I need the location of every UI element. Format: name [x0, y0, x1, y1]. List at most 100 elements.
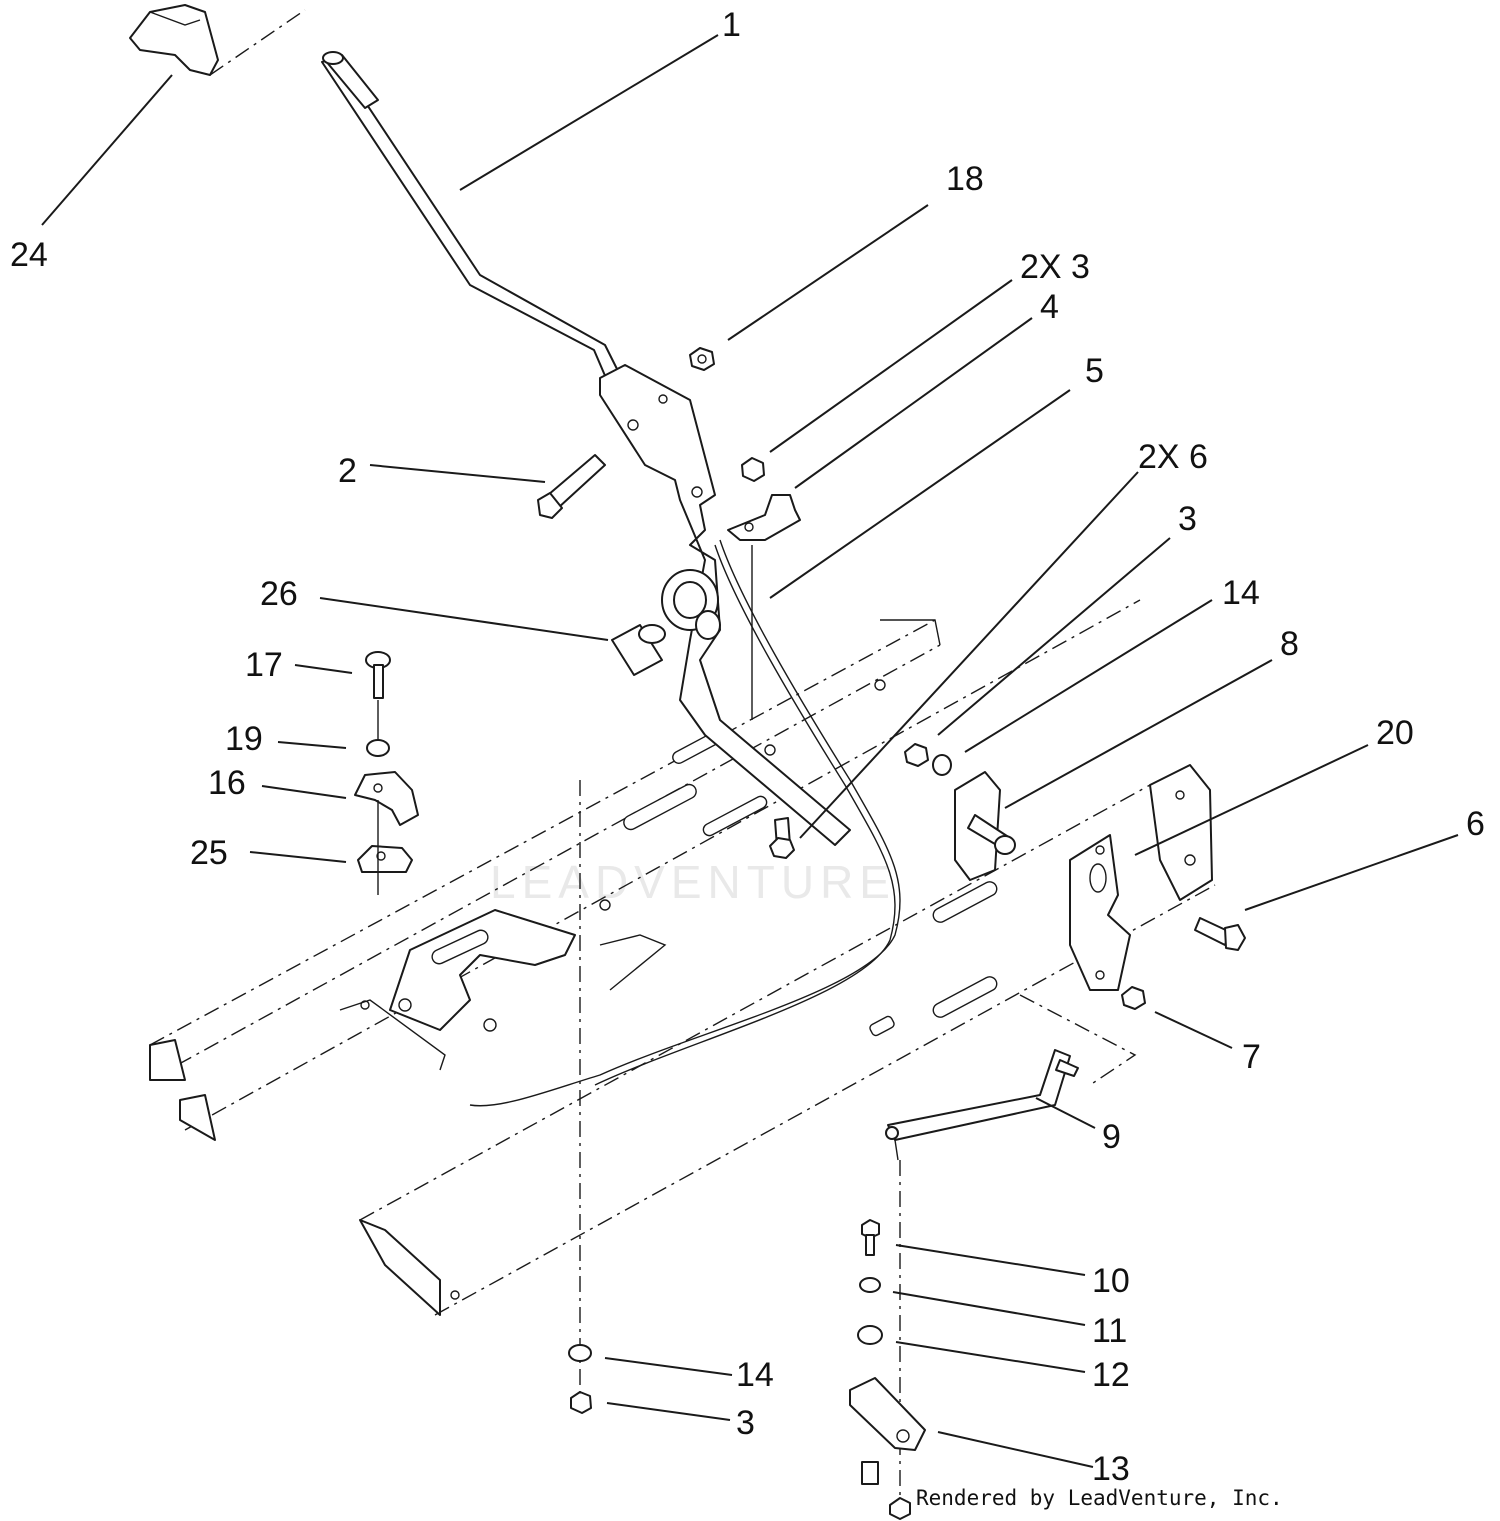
knob [129, 4, 219, 76]
leader-lines [41, 34, 1459, 1468]
washer-11 [859, 1277, 881, 1293]
bolt-6 [1194, 917, 1246, 951]
render-credit: Rendered by LeadVenture, Inc. [916, 1486, 1283, 1510]
bracket-20-hole [1095, 970, 1105, 980]
callout-26: 26 [260, 575, 298, 613]
knob-edge [149, 11, 201, 26]
rod-9 [885, 1049, 1079, 1141]
nut-18-hole [697, 354, 707, 364]
callout-16: 16 [208, 764, 246, 802]
rail-hole [1175, 790, 1185, 800]
callout-14b: 14 [736, 1356, 774, 1394]
lever-assembly [321, 51, 851, 846]
callout-3a: 3 [1178, 500, 1197, 538]
seat-mount-plate [389, 909, 576, 1031]
callout-14a: 14 [1222, 574, 1260, 612]
upper-rail-end [149, 1039, 186, 1081]
callout-4: 4 [1040, 288, 1059, 326]
front-rail-end [359, 1219, 441, 1316]
bracket-hole [627, 419, 639, 431]
frame-rails [149, 599, 1216, 1316]
nut-13 [889, 1497, 911, 1520]
link-13 [849, 1377, 926, 1451]
pivot-pin-end [994, 835, 1016, 855]
callout-25: 25 [190, 834, 228, 872]
callout-6: 6 [1466, 805, 1485, 843]
washer-14-low [568, 1344, 592, 1362]
callout-10: 10 [1092, 1262, 1130, 1300]
rail-slot [932, 976, 998, 1018]
watermark: LEADVENTURE [490, 856, 896, 908]
callout-3b: 3 [736, 1404, 755, 1442]
callout-17: 17 [245, 646, 283, 684]
callout-24: 24 [10, 236, 48, 274]
rail-hole [450, 1290, 460, 1300]
clip-16-hole [373, 783, 383, 793]
seat-plate-tab [339, 999, 446, 1071]
upper-rail-edge-1 [149, 644, 941, 1081]
callout-9: 9 [1102, 1118, 1121, 1156]
front-rail-bottom [434, 884, 1216, 1316]
lever-tip [322, 51, 344, 65]
rod-9-axis [1019, 994, 1137, 1086]
link-13-stud [861, 1461, 879, 1485]
bracket-20 [1069, 834, 1131, 991]
callout-13: 13 [1092, 1450, 1130, 1488]
callout-12: 12 [1092, 1356, 1130, 1394]
bracket-hole [691, 486, 703, 498]
rail-hole [874, 679, 886, 691]
washer-12 [857, 1325, 883, 1345]
spacer-26-end [638, 624, 666, 644]
middle-rail-end [179, 1094, 216, 1141]
pivot-pulley [661, 569, 721, 640]
rail-slot [869, 1015, 895, 1037]
rail-slot [623, 783, 697, 831]
cable-clamp-4 [727, 494, 801, 541]
bolt-17 [365, 651, 391, 699]
plate-25 [357, 845, 413, 873]
seat-plate-slot [431, 929, 489, 965]
nut-3-mid [904, 743, 929, 767]
callout-18: 18 [946, 160, 984, 198]
nut-3-low [570, 1391, 592, 1414]
rail-slot [932, 881, 998, 923]
callout-2: 2 [338, 452, 357, 490]
callout-5: 5 [1085, 352, 1104, 390]
knob-axis [209, 9, 306, 76]
middle-rail-edge [184, 599, 1141, 1131]
seat-plate-bracket [599, 934, 667, 991]
washer-19 [366, 739, 390, 757]
clamp-hole [744, 522, 754, 532]
rail-hole [764, 744, 776, 756]
callout-20: 20 [1376, 714, 1414, 752]
nut-7 [1121, 986, 1146, 1010]
plate-25-hole [376, 851, 386, 861]
upper-rail-centerline [149, 619, 936, 1046]
lever-bracket [599, 364, 851, 846]
bolt-6-lower [769, 817, 795, 859]
bracket-20-hole [1095, 845, 1105, 855]
link-13-hole [896, 1429, 910, 1443]
cable-5 [469, 539, 901, 1107]
callout-19: 19 [225, 720, 263, 758]
upper-rail-lip [880, 619, 941, 646]
callout-2x6: 2X 6 [1138, 438, 1208, 476]
bolt-2 [537, 454, 606, 519]
seat-plate-hole [483, 1018, 497, 1032]
spacer-26 [611, 624, 663, 676]
rail-slot [702, 795, 768, 837]
rail-hole [599, 899, 611, 911]
bolt-10 [861, 1219, 880, 1256]
callout-8: 8 [1280, 625, 1299, 663]
nut-3-top [741, 457, 765, 482]
callout-11: 11 [1092, 1312, 1127, 1350]
seat-plate-hole [398, 998, 412, 1012]
callout-2x3: 2X 3 [1020, 248, 1090, 286]
cable-5-outer [594, 544, 896, 1086]
clip-16 [354, 771, 419, 826]
callout-7: 7 [1242, 1038, 1261, 1076]
rod-9-stud [894, 1139, 899, 1161]
rail-hole [1184, 854, 1196, 866]
bracket-20-slot [1089, 863, 1107, 893]
